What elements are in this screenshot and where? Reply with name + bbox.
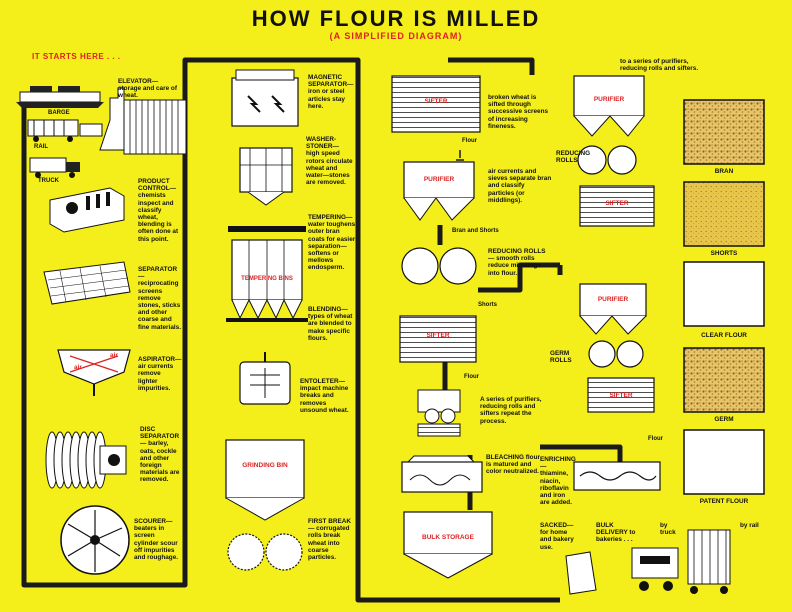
product-label-shorts: SHORTS xyxy=(710,250,738,257)
truck-label: TRUCK xyxy=(38,178,59,184)
magnetic-separator-icon xyxy=(231,69,299,127)
rail-car-icon xyxy=(27,119,103,142)
sifter-1-label: SIFTER xyxy=(424,98,448,105)
sifter-a-icon xyxy=(579,185,655,227)
aspirator-air-label-2: air xyxy=(74,364,82,371)
bran-swatch xyxy=(683,99,765,165)
delivery-truck-icon xyxy=(631,547,679,591)
enriching-machine-icon xyxy=(573,461,661,491)
bleaching-text: BLEACHING flour is matured and color neu… xyxy=(486,454,540,476)
reducing-rolls-a-label: REDUCING ROLLS xyxy=(556,150,591,165)
purifier-1-icon xyxy=(403,161,475,221)
reducing-rolls-text: REDUCING ROLLS— smooth rolls reduce midd… xyxy=(488,248,546,277)
shorts-swatch xyxy=(683,181,765,247)
rail-hopper-car-icon xyxy=(687,529,731,594)
purifier-a-label: PURIFIER xyxy=(593,96,625,103)
by-truck-text: by truck xyxy=(660,522,676,537)
sifter-b-icon xyxy=(587,377,655,413)
product-label-bran: BRAN xyxy=(714,168,734,175)
flour-2-label: Flour xyxy=(464,374,479,380)
purifier-1-text: air currents and sieves separate bran an… xyxy=(488,168,552,204)
first-break-rolls-icon xyxy=(227,533,303,571)
blending-text: BLENDING— types of wheat are blended to … xyxy=(308,306,353,342)
tempering-bins-icon xyxy=(226,226,308,322)
barge-label: BARGE xyxy=(48,110,70,116)
patent-flour-swatch xyxy=(683,429,765,495)
bran-shorts-label: Bran and Shorts xyxy=(452,228,499,234)
elevator-text: ELEVATOR—storage and care of wheat. xyxy=(118,78,177,100)
scourer-icon xyxy=(60,505,130,575)
flour-3-label: Flour xyxy=(648,436,663,442)
page-subtitle: (A SIMPLIFIED DIAGRAM) xyxy=(329,31,463,41)
disc-separator-icon xyxy=(45,431,127,489)
product-label-germ: GERM xyxy=(714,416,734,423)
purifier-1-label: PURIFIER xyxy=(423,176,455,183)
sifter-2-icon xyxy=(399,315,477,363)
by-rail-text: by rail xyxy=(740,522,759,529)
purifier-a-icon xyxy=(573,75,645,137)
shorts-label: Shorts xyxy=(478,302,498,308)
bulk-storage-label: BULK STORAGE xyxy=(422,534,474,541)
reducing-rolls-a-icon xyxy=(577,145,637,175)
enriching-text: ENRICHING— thiamine, niacin, riboflavin … xyxy=(540,456,576,507)
product-control-text: PRODUCT CONTROL— chemists inspect and cl… xyxy=(138,178,179,243)
separator-screen-icon xyxy=(43,261,131,305)
sifter-a-label: SIFTER xyxy=(605,200,629,207)
product-label-clear-flour: CLEAR FLOUR xyxy=(701,332,747,339)
grinding-bin-label: GRINDING BIN xyxy=(242,462,288,469)
flour-1-label: Flour xyxy=(462,138,477,144)
entoleter-icon xyxy=(239,352,291,405)
washer-stoner-icon xyxy=(239,147,293,206)
tempering-text: TEMPERING— water toughens outer bran coa… xyxy=(308,214,356,272)
aspirator-text: ASPIRATOR— air currents remove lighter i… xyxy=(138,356,182,392)
washer-stoner-text: WASHER-STONER— high speed rotors circula… xyxy=(306,136,353,187)
mini-mill-icon xyxy=(417,389,461,437)
sack-icon xyxy=(565,551,597,595)
grain-elevator-icon xyxy=(99,87,187,155)
germ-swatch xyxy=(683,347,765,413)
sifter-b-label: SIFTER xyxy=(609,392,633,399)
germ-rolls-label: GERM ROLLS xyxy=(550,350,572,365)
truck-icon xyxy=(29,157,80,178)
magnetic-separator-text: MAGNETIC SEPARATOR— iron or steel articl… xyxy=(308,74,354,110)
purifier-b-icon xyxy=(579,283,647,335)
aspirator-icon xyxy=(57,349,131,396)
first-break-text: FIRST BREAK— corrugated rolls break whea… xyxy=(308,518,351,562)
bleaching-tank-icon xyxy=(401,455,483,493)
reducing-rolls-icon xyxy=(401,247,477,285)
entoleter-text: ENTOLETER— impact machine breaks and rem… xyxy=(300,378,349,414)
page-title: HOW FLOUR IS MILLED xyxy=(251,6,541,31)
rail-label: RAIL xyxy=(34,144,48,150)
bulk-delivery-text: BULK DELIVERY to bakeries . . . xyxy=(596,522,636,544)
series-repeat-text: A series of purifiers, reducing rolls an… xyxy=(480,396,542,425)
tempering-bins-label: TEMPERING BINS xyxy=(241,276,293,282)
grinding-bin-icon xyxy=(225,439,305,521)
product-label-patent-flour: PATENT FLOUR xyxy=(699,498,749,505)
sifter-1-icon xyxy=(391,75,481,133)
barge-icon xyxy=(16,86,104,108)
aspirator-air-label-1: air xyxy=(110,352,118,359)
starts-here-label: IT STARTS HERE . . . xyxy=(32,52,121,61)
sifter-2-label: SIFTER xyxy=(426,332,450,339)
lab-bench-icon xyxy=(49,187,125,233)
disc-separator-text: DISC SEPARATOR— barley, oats, cockle and… xyxy=(140,426,180,484)
clear-flour-swatch xyxy=(683,261,765,327)
separator-text: SEPARATOR— reciprocating screens remove … xyxy=(138,266,181,331)
germ-rolls-icon xyxy=(588,340,644,368)
purifier-b-label: PURIFIER xyxy=(597,296,629,303)
sifter-1-text: broken wheat is sifted through successiv… xyxy=(488,94,549,130)
bulk-storage-bin-icon xyxy=(403,511,493,579)
sacked-text: SACKED— for home and bakery use. xyxy=(540,522,574,551)
scourer-text: SCOURER— beaters in screen cylinder scou… xyxy=(134,518,179,562)
series-top-text: to a series of purifiers, reducing rolls… xyxy=(620,58,699,73)
